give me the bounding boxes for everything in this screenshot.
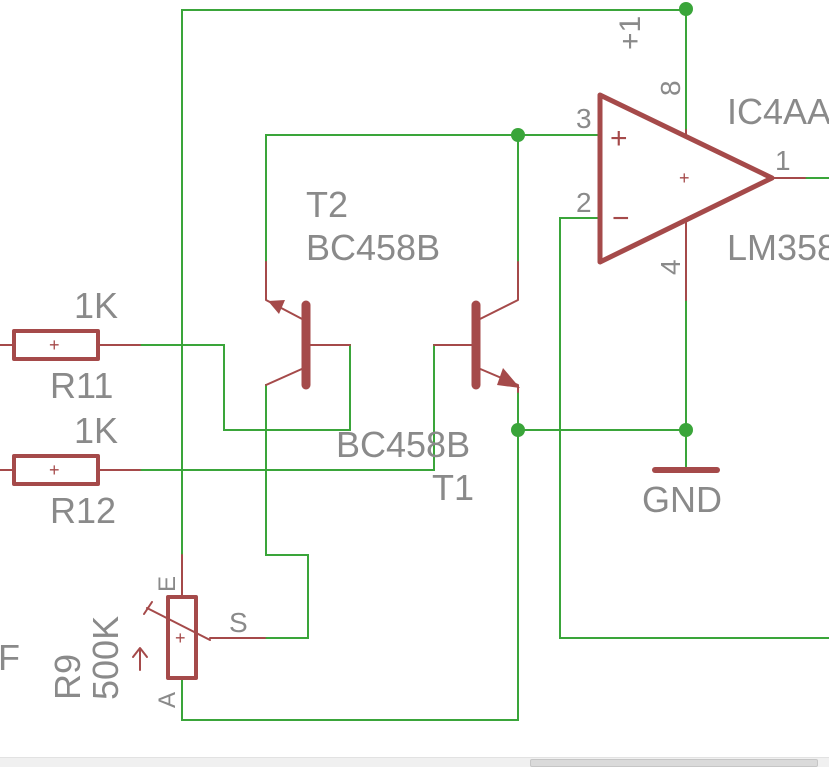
resistor-r11[interactable]: + 1K R11 [0, 285, 141, 406]
potentiometer-r9[interactable]: + E S A R9 500K [47, 554, 266, 708]
junction-gnd [679, 423, 693, 437]
wire-t1-emitter[interactable] [181, 391, 519, 721]
r11-origin-mark: + [49, 335, 60, 355]
opamp-pin3-label: 3 [576, 103, 592, 134]
gnd-label: GND [642, 479, 722, 520]
opamp-pin4-label: 4 [655, 259, 686, 275]
opamp-minus-sign: − [612, 202, 630, 235]
opamp-name-label: IC4AA [727, 91, 829, 132]
r9-pin-a-label: A [154, 692, 181, 708]
t2-emitter-arrow [268, 300, 285, 314]
junction-vcc [679, 2, 693, 16]
r9-pin-s-label: S [229, 607, 248, 638]
r9-wiper-tick [143, 601, 153, 615]
wire-r11[interactable] [139, 344, 351, 431]
t1-emitter-lead [477, 367, 519, 393]
t2-emitter-lead [265, 261, 305, 321]
r9-value-label: 500K [85, 616, 126, 700]
opamp-plus-sign: + [610, 122, 628, 155]
opamp-symbol[interactable]: + − + 3 2 1 8 4 IC4AA LM358 [576, 80, 829, 301]
t1-value-label: BC458B [336, 424, 470, 465]
resistor-r12[interactable]: + 1K R12 [0, 410, 141, 531]
r9-name-label: R9 [47, 654, 88, 700]
t1-emitter-arrow [497, 368, 520, 388]
r12-name-label: R12 [50, 490, 116, 531]
opamp-pin2-label: 2 [576, 187, 592, 218]
junctions [511, 2, 693, 437]
t2-value-label: BC458B [306, 227, 440, 268]
opamp-pin8-label: 8 [655, 80, 686, 96]
r12-origin-mark: + [49, 460, 60, 480]
t1-collector-lead [477, 261, 519, 321]
transistor-t2[interactable]: T2 BC458B [265, 184, 440, 390]
wire-vcc-top[interactable] [181, 9, 687, 556]
r9-pin-e-label: E [154, 576, 181, 592]
r11-value-label: 1K [74, 285, 118, 326]
junction-noninv [511, 128, 525, 142]
transistor-t1[interactable]: BC458B T1 [336, 261, 520, 508]
supply-label: +1 [614, 16, 647, 50]
r9-body [166, 595, 198, 680]
opamp-pin1-label: 1 [775, 145, 791, 176]
r9-origin-mark: + [175, 628, 186, 648]
t2-collector-lead [265, 367, 305, 386]
opamp-origin-mark: + [679, 168, 690, 188]
r11-name-label: R11 [50, 365, 113, 406]
wire-noninv-node[interactable] [265, 134, 519, 263]
opamp-value-label: LM358 [727, 227, 829, 268]
t1-name-label: T1 [432, 467, 474, 508]
t2-name-label: T2 [306, 184, 348, 225]
junction-t1-emitter [511, 423, 525, 437]
r9-direction-arrow-icon [132, 647, 148, 671]
edge-partial-label: F [0, 637, 20, 678]
gnd-symbol[interactable]: GND [642, 467, 722, 520]
r12-value-label: 1K [74, 410, 118, 451]
r9-wiper-line [146, 607, 211, 641]
wire-inv-feedback[interactable] [559, 217, 829, 639]
wire-t2-emitter[interactable] [264, 384, 309, 639]
